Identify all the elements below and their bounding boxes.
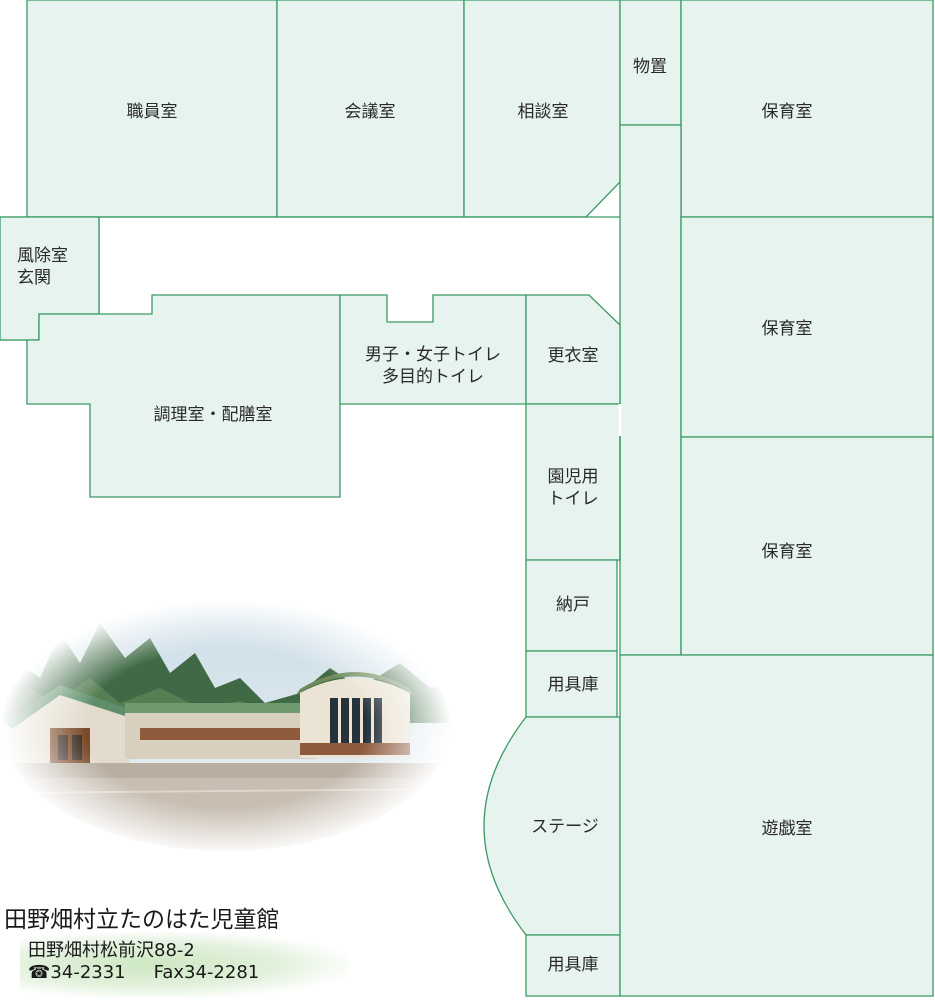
label-hoiku-3: 保育室 [761, 542, 813, 562]
room-yugi [619, 654, 934, 997]
label-hoiku-1: 保育室 [761, 102, 813, 122]
label-kaigi: 会議室 [344, 102, 396, 122]
label-shokuin: 職員室 [126, 102, 178, 122]
label-nando: 納戸 [556, 595, 590, 615]
phone-number: 34-2331 [50, 962, 126, 983]
label-yogu-2: 用具庫 [547, 955, 599, 975]
label-monooki: 物置 [633, 57, 667, 77]
room-chori-haizen [26, 294, 341, 498]
label-enji-toilet: 園児用 トイレ [547, 467, 599, 509]
room-sodan [463, 0, 621, 218]
facility-name: 田野畑村立たのはた児童館 [4, 907, 280, 933]
label-hoiku-2: 保育室 [761, 319, 813, 339]
building-photo [0, 593, 452, 851]
facility-address: 田野畑村松前沢88-2 [28, 940, 195, 961]
label-fujo-genkan: 風除室 玄関 [17, 245, 68, 289]
fax-number: Fax34-2281 [153, 962, 260, 983]
room-koui [525, 294, 621, 405]
phone-icon: ☎ [28, 962, 51, 983]
label-yugi: 遊戯室 [761, 819, 813, 839]
label-yogu-1: 用具庫 [547, 675, 599, 695]
label-sodan: 相談室 [517, 102, 569, 122]
label-toilet: 男子・女子トイレ 多目的トイレ [365, 345, 501, 387]
label-chori-haizen: 調理室・配膳室 [153, 405, 273, 425]
facility-contact: ☎34-2331 Fax34-2281 [28, 962, 259, 983]
label-koui: 更衣室 [547, 346, 599, 366]
room-toilet [339, 294, 527, 405]
label-fujo: 風除室 [17, 246, 68, 266]
label-genkan-text: 玄関 [17, 268, 51, 288]
address-highlight [20, 932, 350, 998]
label-stage: ステージ [531, 817, 599, 837]
